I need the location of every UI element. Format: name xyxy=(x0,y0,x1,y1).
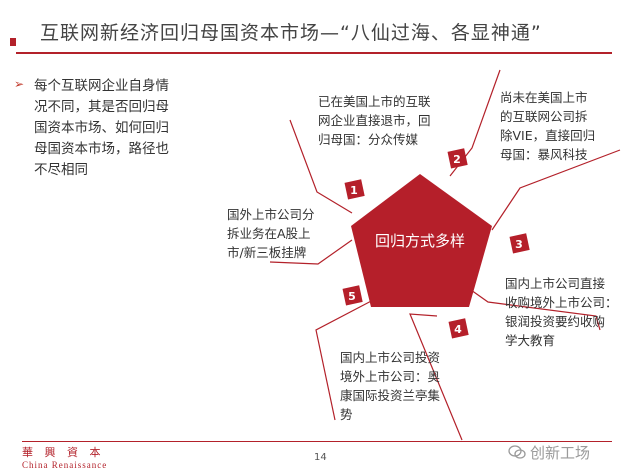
badge-5: 5 xyxy=(342,285,363,306)
path-1-text: 已在美国上市的互联 网企业直接退市，回 归母国：分众传媒 xyxy=(318,94,431,147)
badge-4-number: 4 xyxy=(454,323,462,336)
badge-3: 3 xyxy=(509,233,530,254)
title-underline xyxy=(16,52,612,54)
logo-english: China Renaissance xyxy=(22,460,108,470)
badge-1-number: 1 xyxy=(350,184,358,197)
badge-2: 2 xyxy=(447,148,468,169)
spoke-line-4 xyxy=(470,289,601,331)
footer-rule xyxy=(22,441,612,442)
path-4-text: 国内上市公司投资 境外上市公司：奥 康国际投资兰亭集 势 xyxy=(340,350,441,422)
watermark-text: 创新工场 xyxy=(530,444,591,462)
path-5-text: 国外上市公司分 拆业务在A股上 市/新三板挂牌 xyxy=(227,207,315,260)
title-accent-mark xyxy=(10,38,16,46)
badge-2-number: 2 xyxy=(453,153,461,166)
badge-1: 1 xyxy=(344,179,365,200)
spoke-line-1 xyxy=(289,119,353,214)
slide-title: 互联网新经济回归母国资本市场—“八仙过海、各显神通” xyxy=(40,22,542,44)
center-pentagon xyxy=(351,174,492,307)
path-3-text: 国内上市公司直接 收购境外上市公司： 银润投资要约收购 学大教育 xyxy=(505,276,618,348)
bullet-arrow-icon: ➢ xyxy=(14,77,25,91)
spoke-line-5 xyxy=(315,297,378,421)
badge-3-number: 3 xyxy=(515,238,523,251)
page-number: 14 xyxy=(314,452,327,463)
watermark: 创新工场 xyxy=(508,442,590,463)
company-logo: 華 興 資 本 China Renaissance xyxy=(22,444,107,470)
summary-text: 每个互联网企业自身情况不同，其是否回归母国资本市场、如何回归母国资本市场，路径也… xyxy=(34,78,169,178)
badge-4: 4 xyxy=(448,318,469,339)
center-label: 回归方式多样 xyxy=(375,232,465,250)
spoke-line-4b xyxy=(409,313,463,441)
chat-bubble-icon xyxy=(508,444,526,463)
spoke-line-6 xyxy=(269,239,353,265)
logo-chinese: 華 興 資 本 xyxy=(22,446,105,459)
badge-5-number: 5 xyxy=(348,290,356,303)
spoke-line-3 xyxy=(491,149,621,231)
summary-bullet: ➢ 每个互联网企业自身情况不同，其是否回归母国资本市场、如何回归母国资本市场，路… xyxy=(14,76,182,181)
path-2-text: 尚未在美国上市 的互联网公司拆 除VIE，直接回归 母国：暴风科技 xyxy=(500,90,596,162)
